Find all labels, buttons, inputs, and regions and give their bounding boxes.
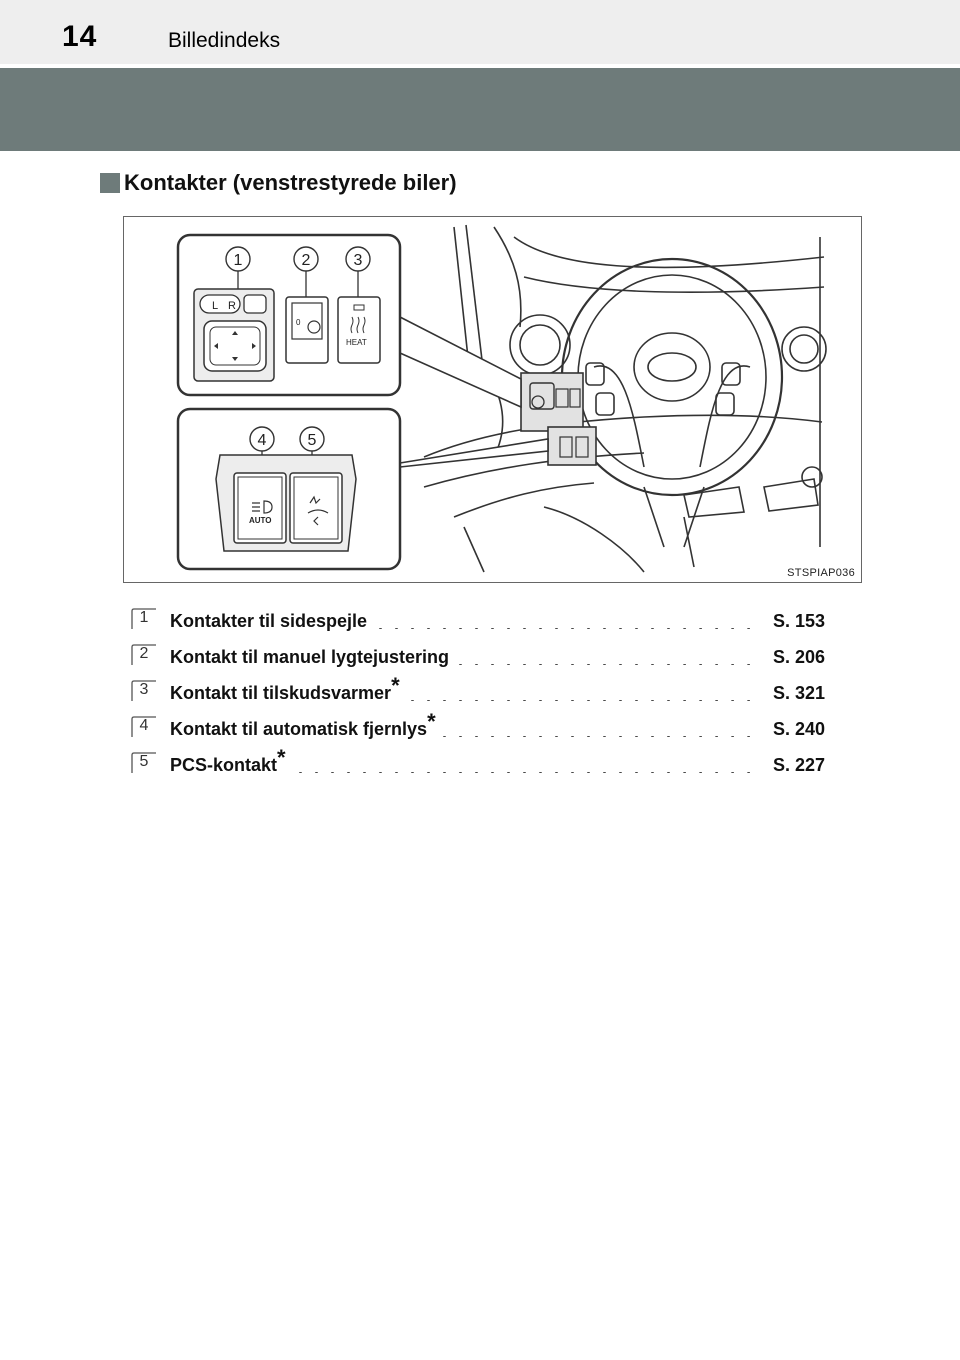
- callouts-upper: 1 2 3: [225, 246, 371, 272]
- dashboard-drawing: [423, 224, 827, 573]
- number-badge: 4: [130, 715, 158, 739]
- legend-page-ref: S. 206: [768, 647, 825, 668]
- number-badge: 1: [130, 607, 158, 631]
- svg-text:2: 2: [302, 252, 311, 269]
- header-band: [0, 68, 960, 151]
- svg-text:R: R: [228, 300, 236, 312]
- svg-text:AUTO: AUTO: [249, 516, 272, 525]
- section-heading: Kontakter (venstrestyrede biler): [100, 170, 457, 196]
- legend-item: 3 Kontakt til tilskudsvarmer* . . . . . …: [130, 675, 825, 711]
- legend-item: 2 Kontakt til manuel lygtejustering . . …: [130, 639, 825, 675]
- svg-text:4: 4: [258, 432, 267, 449]
- legend-page-ref: S. 153: [768, 611, 825, 632]
- illustration-drawing: L R 0 HEAT 1 2 3: [176, 224, 827, 573]
- dot-leader: . . . . . . . . . . . . . . . . . . . . …: [170, 759, 755, 773]
- lower-detail-panel: AUTO: [176, 407, 402, 571]
- legend-label: Kontakt til automatisk fjernlys*: [170, 711, 440, 740]
- figure-code: STSPIAP036: [787, 567, 855, 579]
- svg-text:0: 0: [296, 318, 301, 327]
- svg-text:5: 5: [308, 432, 317, 449]
- legend-page-ref: S. 321: [768, 683, 825, 704]
- number-badge: 2: [130, 643, 158, 667]
- upper-detail-panel: L R 0 HEAT: [176, 233, 402, 397]
- legend-label: PCS-kontakt*: [170, 747, 290, 776]
- number-badge: 5: [130, 751, 158, 775]
- header-title: Billedindeks: [168, 29, 281, 52]
- switch-legend: 1 Kontakter til sidespejle . . . . . . .…: [130, 603, 825, 783]
- legend-label: Kontakt til manuel lygtejustering: [170, 647, 454, 668]
- svg-text:1: 1: [234, 252, 243, 269]
- page-header: 14 Billedindeks: [0, 0, 960, 64]
- number-badge: 3: [130, 679, 158, 703]
- legend-item: 5 PCS-kontakt* . . . . . . . . . . . . .…: [130, 747, 825, 783]
- legend-label: Kontakter til sidespejle: [170, 611, 372, 632]
- svg-text:HEAT: HEAT: [346, 338, 367, 347]
- legend-page-ref: S. 240: [768, 719, 825, 740]
- legend-item: 1 Kontakter til sidespejle . . . . . . .…: [130, 603, 825, 639]
- legend-page-ref: S. 227: [768, 755, 825, 776]
- section-title: Kontakter (venstrestyrede biler): [124, 170, 457, 195]
- legend-item: 4 Kontakt til automatisk fjernlys* . . .…: [130, 711, 825, 747]
- zoom-wedges: [399, 316, 549, 468]
- legend-label: Kontakt til tilskudsvarmer*: [170, 675, 404, 704]
- switch-illustration: L R 0 HEAT 1 2 3: [123, 216, 862, 583]
- dash-switch-highlights: [520, 372, 597, 466]
- callouts-lower: 4 5: [249, 426, 325, 452]
- svg-text:3: 3: [354, 252, 363, 269]
- page-number: 14: [62, 20, 98, 53]
- svg-text:L: L: [212, 300, 218, 312]
- square-bullet-icon: [100, 173, 120, 193]
